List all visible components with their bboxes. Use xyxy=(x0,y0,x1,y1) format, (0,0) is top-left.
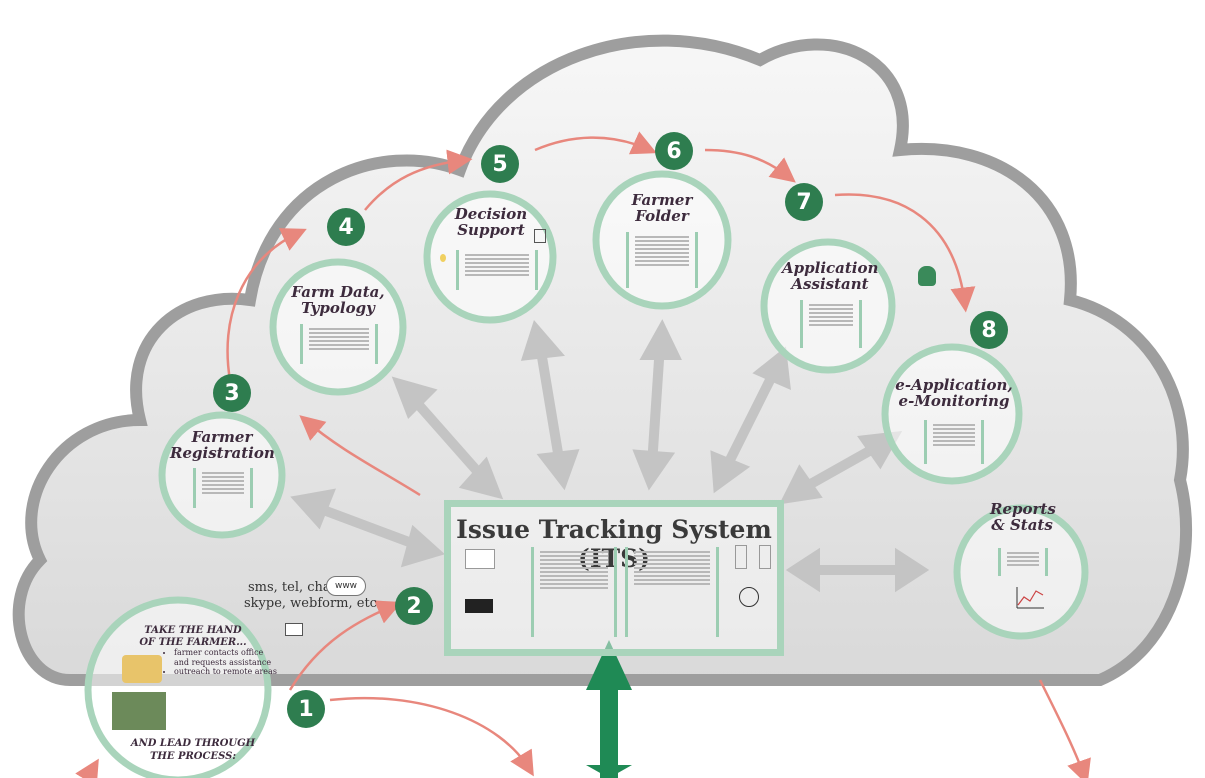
step-badge-6: 6 xyxy=(655,132,693,170)
its-content-left xyxy=(531,547,617,637)
camera-icon xyxy=(465,599,493,613)
step-badge-7: 7 xyxy=(785,183,823,221)
node-title-decision-support: Decision Support xyxy=(454,205,528,239)
laptop-icon xyxy=(285,623,303,636)
money-bag-icon xyxy=(918,266,936,286)
step-badge-2: 2 xyxy=(395,587,433,625)
farmer-heading-line2: OF THE FARMER... xyxy=(139,637,247,648)
node-content-farmer-folder xyxy=(626,232,698,288)
farmer-bullet-outreach: outreach to remote areas xyxy=(174,667,278,677)
node-title-farmer-folder: Farmer Folder xyxy=(631,191,693,225)
channel-text-line1: sms, tel, chat, xyxy=(248,580,341,595)
lightbulb-icon xyxy=(440,254,446,262)
process-arrows xyxy=(75,131,1091,778)
connector-arrows xyxy=(290,319,930,593)
step-badge-8: 8 xyxy=(970,311,1008,349)
chart-icon xyxy=(1016,587,1044,609)
its-content-right xyxy=(625,547,719,637)
step-badge-3: 3 xyxy=(213,374,251,412)
farmer-footer-line1: AND LEAD THROUGH xyxy=(130,738,256,749)
node-content-farm-data xyxy=(300,324,378,364)
step-badge-4: 4 xyxy=(327,208,365,246)
farmer-bullets: farmer contacts office and requests assi… xyxy=(160,648,278,677)
farmers-photo xyxy=(112,692,166,730)
node-content-decision-support xyxy=(456,250,538,290)
its-vertical-arrow xyxy=(586,640,632,778)
node-title-farm-data: Farm Data, Typology xyxy=(291,283,385,317)
device-icon xyxy=(735,545,747,569)
calculator-icon xyxy=(534,229,546,243)
step-badge-1: 1 xyxy=(287,690,325,728)
farmer-heading-line1: TAKE THE HAND xyxy=(144,625,242,636)
node-rings xyxy=(84,170,1089,778)
node-title-farmer-registration: Farmer Registration xyxy=(170,428,275,462)
channel-text-line2: skype, webform, etc xyxy=(244,596,377,611)
node-title-e-application: e-Application, e-Monitoring xyxy=(895,376,1013,410)
farmer-bullet-contact: farmer contacts office and requests assi… xyxy=(174,648,278,667)
step-badge-5: 5 xyxy=(481,145,519,183)
cloud-shape xyxy=(12,34,1193,686)
node-title-reports-stats: Reports & Stats xyxy=(990,500,1056,534)
handshake-icon xyxy=(122,655,162,683)
issue-tracking-system-box: Issue Tracking System (ITS) xyxy=(444,500,784,656)
clock-icon xyxy=(739,587,759,607)
www-cloud-icon: www xyxy=(326,576,366,596)
device-icon-2 xyxy=(759,545,771,569)
node-content-e-application xyxy=(924,420,984,464)
node-content-application-assistant xyxy=(800,300,862,348)
farmer-footer-line2: THE PROCESS: xyxy=(149,751,237,762)
screenshot-thumbnail-icon xyxy=(465,549,495,569)
node-title-application-assistant: Application Assistant xyxy=(782,259,879,293)
node-content-reports xyxy=(998,548,1048,576)
node-content-farmer-registration xyxy=(193,468,253,508)
